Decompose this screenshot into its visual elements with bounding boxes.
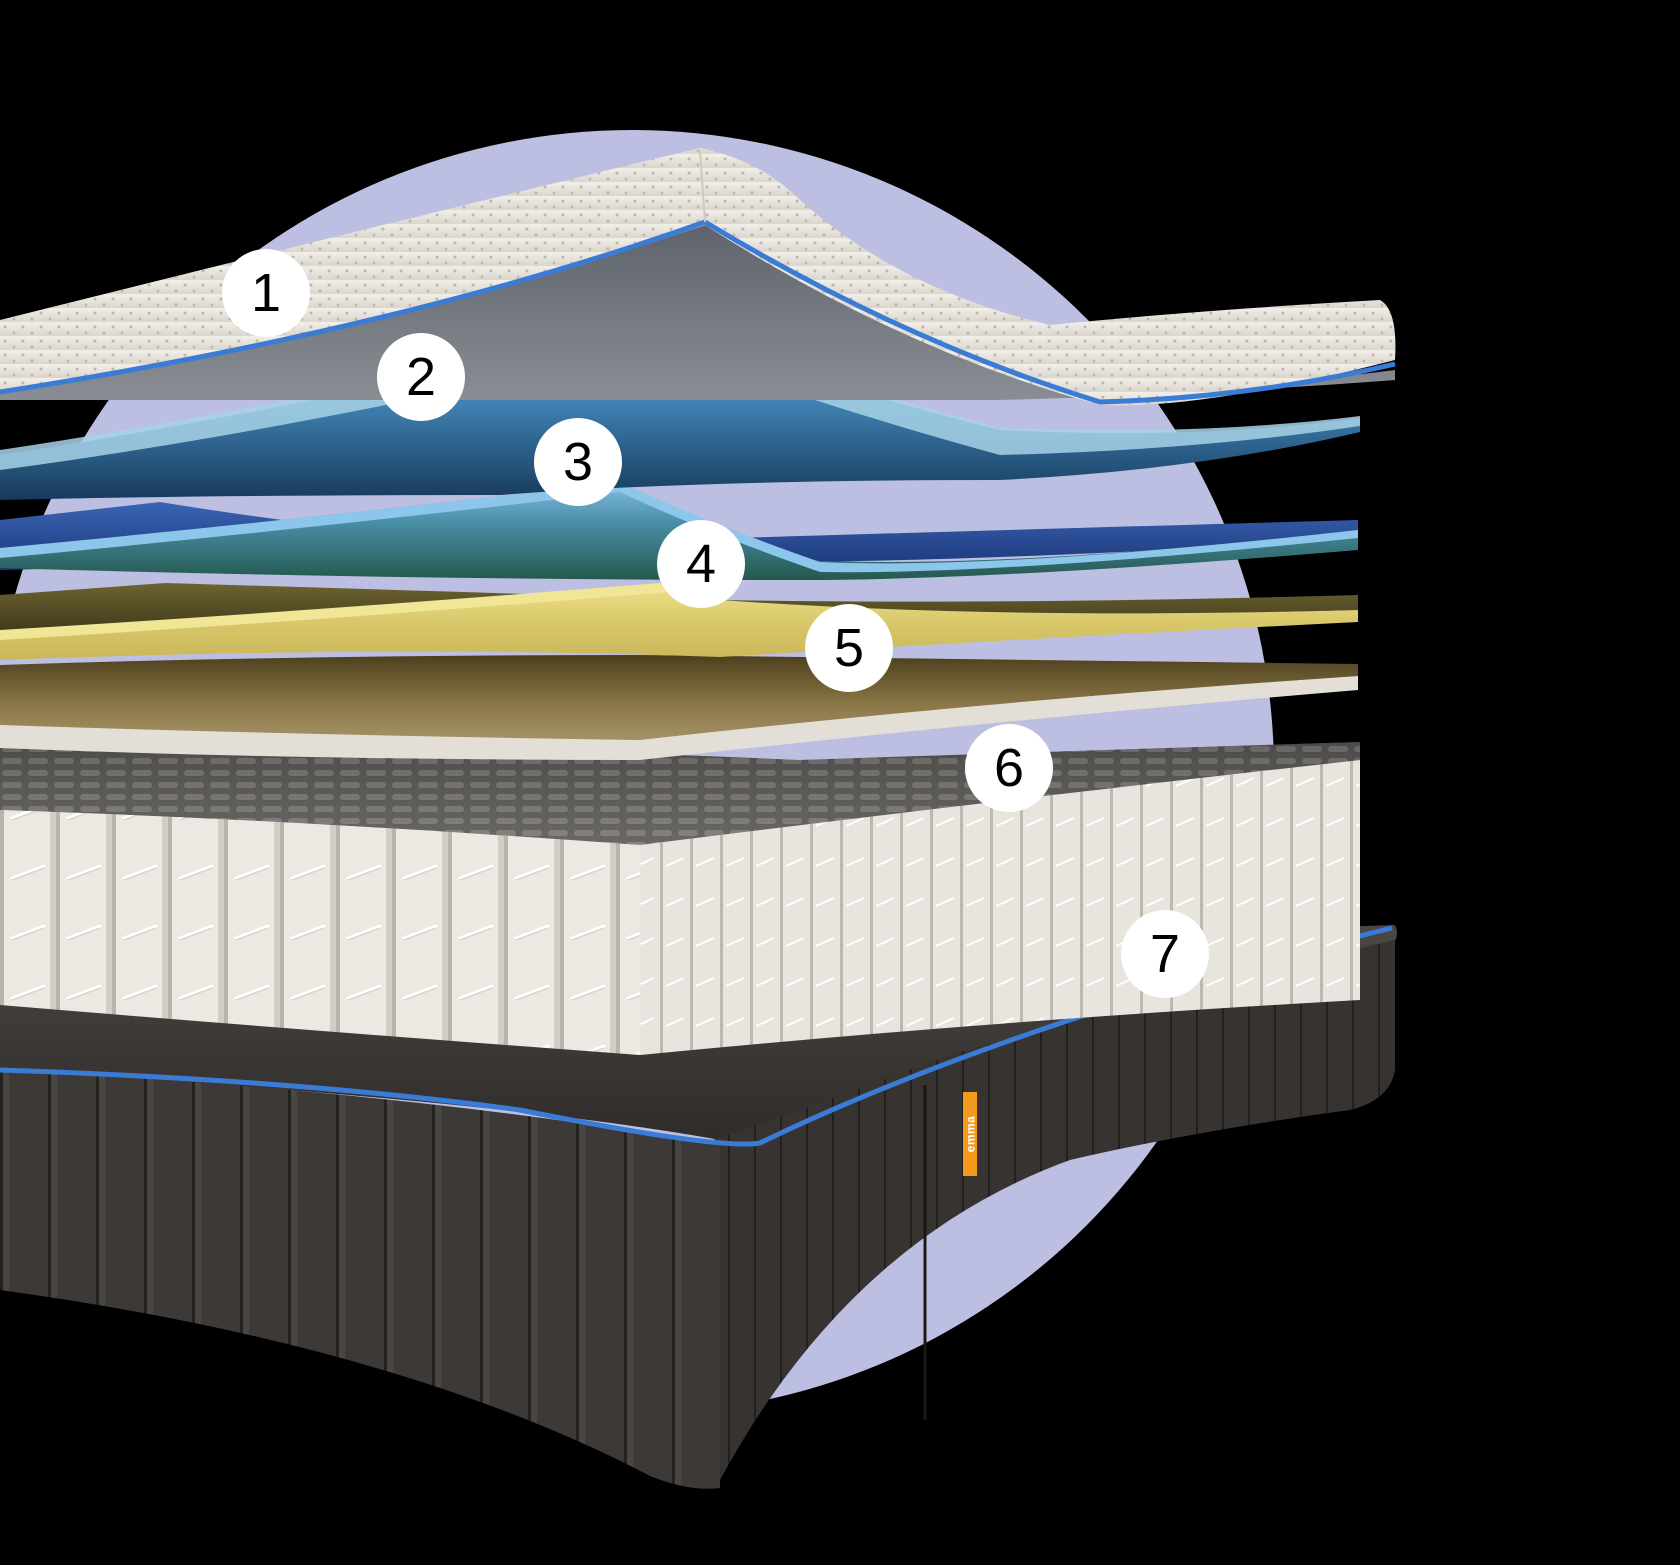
layer-6-pocket-springs [0, 742, 1360, 1055]
callout-badge-3: 3 [534, 418, 622, 506]
callout-badge-1: 1 [222, 249, 310, 337]
callout-number: 4 [685, 534, 717, 594]
callout-number: 1 [250, 263, 282, 323]
layer-2-breathable-foam [0, 320, 1360, 500]
layer-4-memory-foam [0, 583, 1358, 660]
callout-number: 6 [993, 738, 1025, 798]
layer-1-top-cover [0, 148, 1396, 406]
callout-badge-7: 7 [1121, 910, 1209, 998]
callout-number: 2 [405, 347, 437, 407]
brand-logo-text: emma [963, 1115, 977, 1153]
callout-badge-6: 6 [965, 724, 1053, 812]
callout-badge-2: 2 [377, 333, 465, 421]
layer-5-support-foam [0, 655, 1358, 760]
callout-badge-5: 5 [805, 604, 893, 692]
brand-logo-tag: emma [963, 1092, 977, 1176]
callout-badge-4: 4 [657, 520, 745, 608]
callout-number: 3 [562, 432, 594, 492]
callout-number: 7 [1149, 924, 1181, 984]
callout-number: 5 [833, 618, 865, 678]
